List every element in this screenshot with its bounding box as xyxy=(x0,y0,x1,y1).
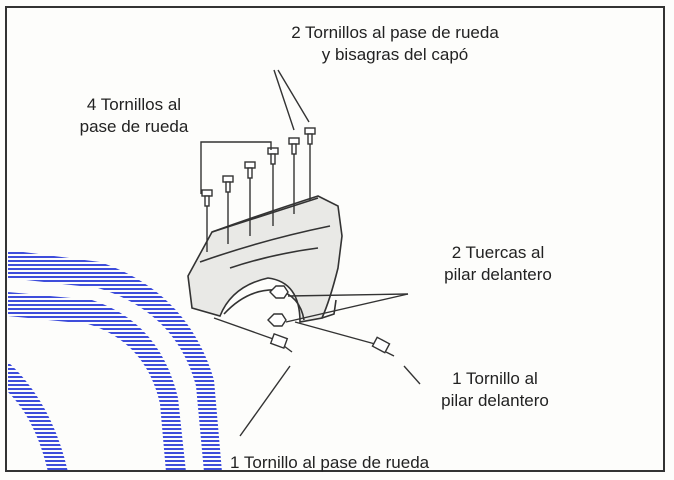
bolt-group-top xyxy=(201,127,316,252)
bolt-front-pillar xyxy=(371,336,395,357)
nuts xyxy=(267,285,289,327)
bolt-wheel-arch xyxy=(269,333,293,353)
label-2-tornillos-capo: 2 Tornillos al pase de rueda y bisagras … xyxy=(291,23,499,64)
bolt-3 xyxy=(244,161,256,236)
diagram-frame xyxy=(5,6,665,472)
bolt-1 xyxy=(201,189,213,252)
label-1-tornillo-pilar: 1 Tornillo al pilar delantero xyxy=(441,369,549,410)
bolt-5 xyxy=(288,137,300,214)
label-2-tuercas: 2 Tuercas al pilar delantero xyxy=(444,243,552,284)
watermark-logo xyxy=(8,250,222,472)
nut-1 xyxy=(269,285,289,299)
nut-2 xyxy=(267,313,287,327)
label-1-tornillo-pase: 1 Tornillo al pase de rueda xyxy=(230,453,430,472)
leader-lines xyxy=(200,69,421,437)
fender-part xyxy=(187,195,343,323)
label-4-tornillos: 4 Tornillos al pase de rueda xyxy=(79,95,189,136)
loose-bolts xyxy=(269,333,395,357)
bolt-4 xyxy=(267,147,279,226)
bolt-6 xyxy=(304,127,316,200)
bolt-2 xyxy=(222,175,234,244)
